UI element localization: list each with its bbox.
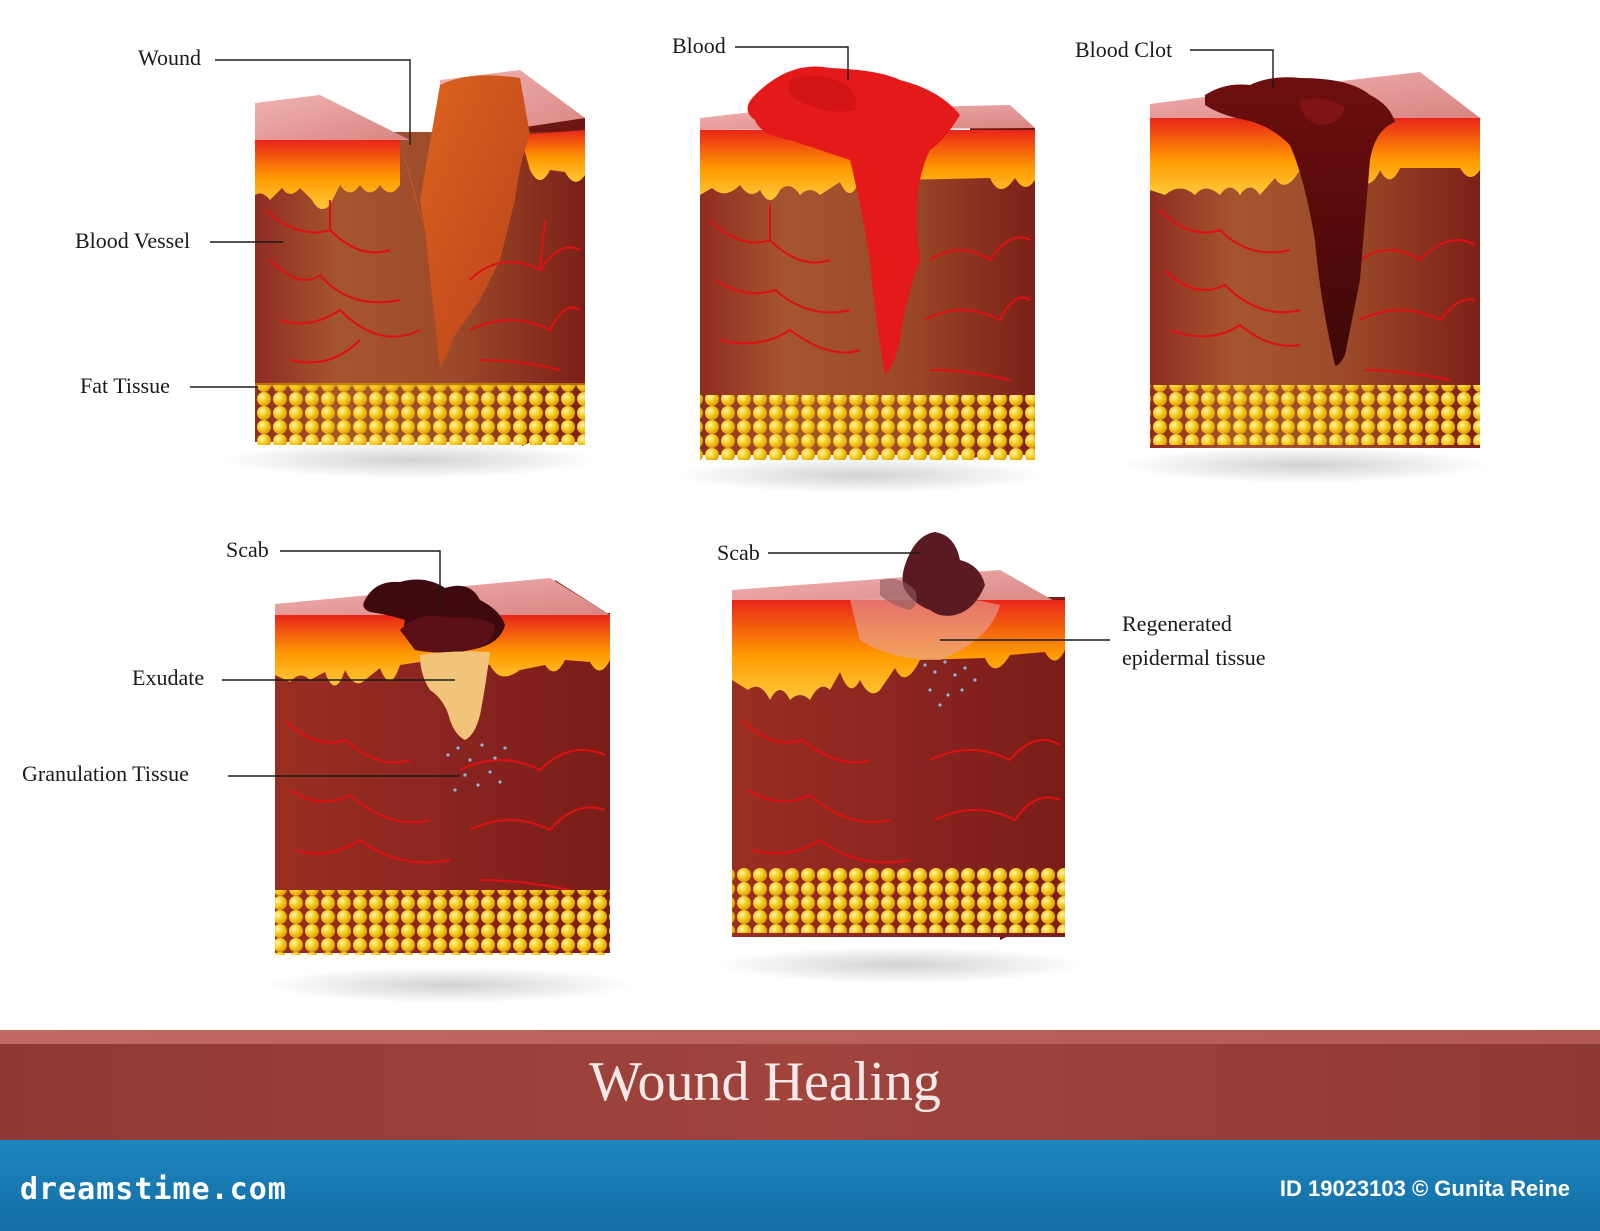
label-fat-tissue: Fat Tissue: [80, 373, 170, 398]
label-regenerated-line2: epidermal tissue: [1122, 645, 1266, 670]
label-regenerated-line1: Regenerated: [1122, 611, 1232, 636]
stage-2-skin-block: [675, 66, 1045, 493]
diagram-title: Wound Healing: [589, 1051, 941, 1113]
label-blood-clot: Blood Clot: [1075, 37, 1173, 62]
label-scab-stage4: Scab: [226, 537, 269, 562]
stage-5-skin-block: [715, 532, 1085, 983]
footer-brand: dreamstime.com: [20, 1172, 287, 1207]
label-granulation-tissue: Granulation Tissue: [22, 761, 189, 786]
label-regenerated-epidermal-tissue: Regenerated epidermal tissue: [1122, 607, 1362, 675]
label-wound: Wound: [138, 45, 202, 70]
label-scab-stage5: Scab: [717, 540, 760, 565]
label-blood-vessel: Blood Vessel: [75, 228, 191, 253]
stage-4-skin-block: [265, 578, 635, 1003]
footer-bar: [0, 1140, 1600, 1231]
stage-3-skin-block: [1120, 72, 1490, 483]
footer-image-id: ID 19023103 © Gunita Reine: [1279, 1176, 1570, 1201]
label-exudate: Exudate: [132, 665, 205, 690]
stage-1-skin-block: [220, 70, 600, 478]
title-band: [0, 1030, 1600, 1140]
leader-lines: [190, 46, 1274, 777]
label-blood: Blood: [672, 33, 726, 58]
